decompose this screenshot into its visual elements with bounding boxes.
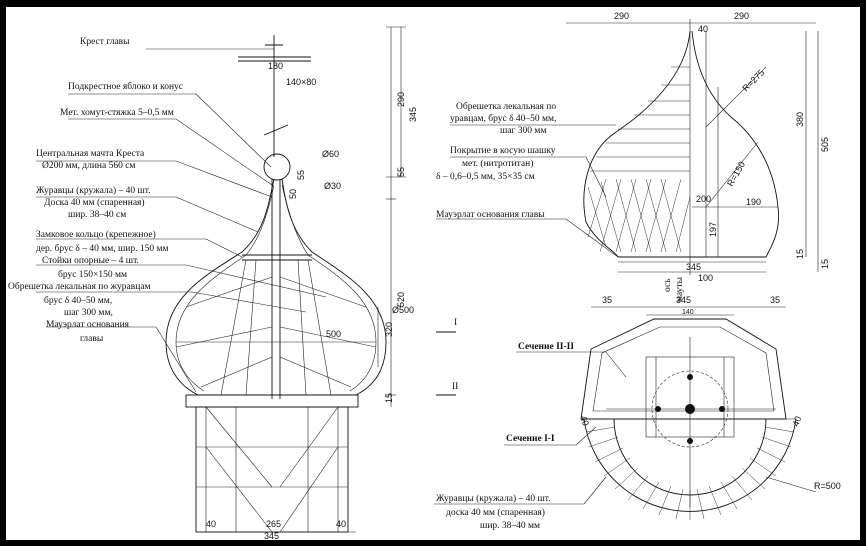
dim-r40: 40 — [698, 24, 708, 34]
label-lock-ring-spec: дер. брус δ – 40 мм, шир. 150 мм — [36, 243, 169, 254]
dim-30: Ø30 — [324, 181, 341, 191]
dim-500-diam: Ø500 — [392, 305, 414, 315]
dim-r345: 345 — [686, 262, 701, 272]
label-r-lathing-3: шаг 300 мм — [500, 126, 546, 136]
dim-r15a: 15 — [795, 249, 805, 259]
label-r-cranes: Журавцы (кружала) – 40 шт. — [436, 493, 551, 504]
dome-right-outline — [583, 30, 780, 258]
label-r-cranes-3: шир. 38–40 мм — [480, 521, 540, 531]
dim-r197: 197 — [708, 222, 718, 237]
right-elevation — [436, 19, 819, 275]
dim-40-left: 40 — [206, 519, 216, 529]
dim-r200: 200 — [696, 194, 711, 204]
dim-rR275: R=275 — [740, 67, 766, 93]
dim-520: 520 — [396, 292, 406, 307]
dim-s35a: 35 — [602, 295, 612, 305]
dim-s35b: 35 — [770, 295, 780, 305]
dim-s40a: 40 — [578, 414, 591, 427]
plan-sections — [434, 306, 817, 520]
label-apple: Подкрестное яблоко и конус — [68, 81, 183, 92]
diamond-shingle-pattern — [587, 178, 691, 253]
dim-265: 265 — [266, 519, 281, 529]
label-mauerlat-2: главы — [80, 334, 104, 344]
label-section-1: Сечение I-I — [506, 434, 555, 444]
label-r-lathing: Обрешетка лекальная по — [456, 101, 556, 112]
label-cross: Крест главы — [80, 37, 130, 47]
dim-180: 180 — [268, 61, 283, 71]
dim-s345: 345 — [676, 295, 691, 305]
dim-320: 320 — [384, 322, 394, 337]
label-section-2: Сечение II-II — [518, 342, 574, 352]
dim-sR500: R=500 — [814, 481, 841, 491]
label-cranes-width: шир. 38–40 см — [68, 210, 126, 220]
dome-drawing: Крест главы Подкрестное яблоко и конус М… — [8, 11, 841, 540]
dim-55b: 55 — [396, 167, 406, 177]
section-II-mark: II — [452, 382, 458, 392]
dome-outline — [165, 178, 387, 396]
label-lathing: Обрешетка лекальная по журавцам — [8, 281, 151, 292]
apple-shape — [263, 153, 291, 181]
label-posts: Стойки опорные – 4 шт. — [42, 255, 139, 266]
dim-r505: 505 — [820, 137, 830, 152]
label-axis-2: мауты — [675, 276, 685, 302]
dim-s140: 140 — [682, 309, 694, 316]
dim-s40b: 40 — [790, 415, 803, 428]
dim-r380: 380 — [795, 112, 805, 127]
label-mauerlat: Мауэрлат основания — [46, 320, 130, 330]
label-axis-1: ось — [663, 278, 673, 292]
label-lathing-beam: брус δ 40–50 мм, — [44, 295, 112, 306]
label-r-cranes-2: доска 40 мм (спаренная) — [446, 507, 545, 518]
dim-r100: 100 — [698, 273, 713, 283]
label-mast: Центральная мачта Креста — [36, 149, 145, 159]
dim-r15b: 15 — [820, 259, 830, 269]
label-posts-spec: брус 150×150 мм — [58, 269, 127, 280]
dim-290: 290 — [396, 92, 406, 107]
dim-345: 345 — [408, 107, 418, 122]
dim-15: 15 — [384, 393, 394, 403]
label-r-cover-2: мет. (нитротитан) — [462, 158, 533, 169]
dim-140x80: 140×80 — [286, 77, 316, 87]
drawing-sheet: Крест главы Подкрестное яблоко и конус М… — [6, 7, 860, 540]
dim-55a: 55 — [296, 170, 306, 180]
dim-r290b: 290 — [734, 11, 749, 21]
section-I-mark: I — [454, 318, 457, 328]
label-cranes: Журавцы (кружала) – 40 шт. — [36, 185, 151, 196]
label-r-lathing-2: уравцам, брус δ 40–50 мм, — [450, 113, 556, 124]
dim-60: Ø60 — [322, 149, 339, 159]
dim-rR150: R=150 — [725, 160, 747, 188]
dim-50: 50 — [288, 189, 298, 199]
mast-center — [685, 404, 695, 414]
label-clamp: Мет. хомут-стяжка 5–0,5 мм — [60, 108, 174, 118]
label-r-mauerlat: Мауэрлат основания главы — [436, 210, 545, 220]
label-mast-size: Ø200 мм, длина 560 см — [42, 161, 135, 171]
dim-345-bottom: 345 — [264, 531, 279, 540]
label-r-cover-3: δ – 0,6–0,5 мм, 35×35 см — [436, 172, 535, 182]
cranes-radial — [585, 426, 795, 520]
dim-500: 500 — [326, 329, 341, 339]
dim-r190: 190 — [746, 197, 761, 207]
left-elevation — [36, 26, 456, 533]
label-r-cover: Покрытие в косую шашку — [450, 146, 556, 156]
dim-r290a: 290 — [614, 11, 629, 21]
label-lathing-step: шаг 300 мм, — [64, 308, 113, 318]
label-lock-ring: Замковое кольцо (крепежное) — [36, 229, 156, 240]
label-cranes-board: Доска 40 мм (спаренная) — [44, 197, 145, 208]
dim-40-right: 40 — [336, 519, 346, 529]
